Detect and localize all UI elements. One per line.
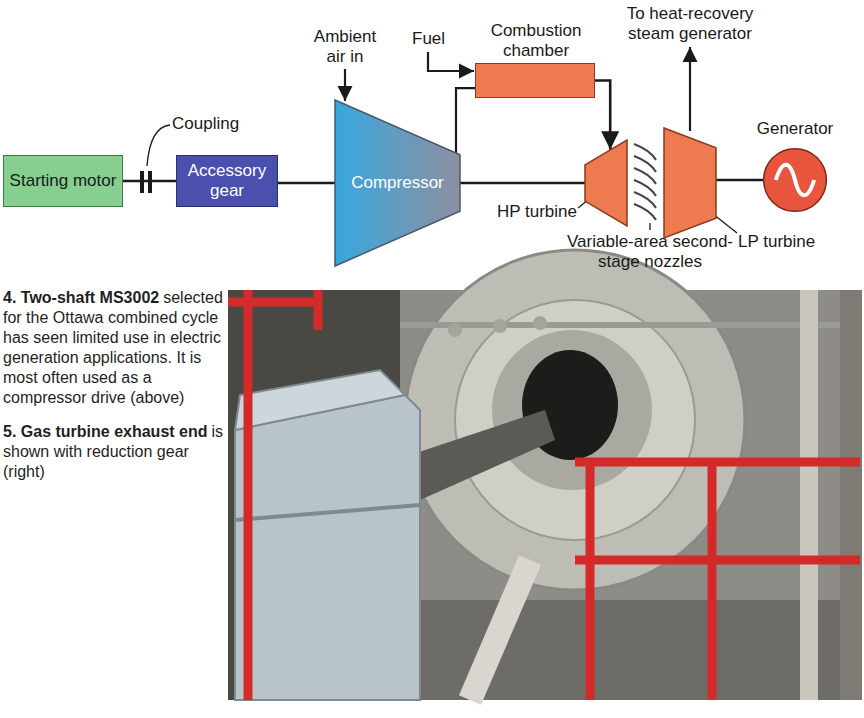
shaft-line	[716, 179, 763, 182]
part-label: Fuel	[412, 29, 452, 49]
sine-symbol	[776, 165, 814, 196]
process-box: Combustion chamber	[475, 63, 595, 98]
caption-lead: 5. Gas turbine exhaust end	[3, 423, 208, 440]
shaft-line	[456, 88, 475, 160]
fuel-arrow	[428, 52, 474, 71]
shape-fill	[335, 100, 460, 266]
node-label: HP turbine	[473, 202, 577, 222]
flow-arrow	[595, 81, 610, 150]
figure-caption: 5. Gas turbine exhaust endis shown with …	[3, 422, 225, 482]
shape-outline	[664, 128, 716, 238]
nozzle-symbol	[634, 144, 656, 220]
caption-block: 4. Two-shaft MS3002selected for the Otta…	[3, 288, 225, 496]
node-label: Combustion chamber	[471, 21, 601, 60]
part-label: Variable-area second-stage nozzles	[560, 232, 740, 271]
shape-fill	[664, 128, 716, 238]
exhaust-arrow	[689, 47, 691, 131]
node-label: LP turbine	[738, 232, 838, 252]
node-label: Compressor	[347, 173, 448, 193]
node-label: Starting motor	[6, 171, 121, 191]
plant-photo	[228, 250, 862, 700]
generator-circle: Generator	[763, 148, 827, 212]
leader-line	[649, 223, 650, 230]
turbine-shape: Compressor	[335, 100, 460, 266]
turbine-shape: HP turbine	[585, 140, 627, 226]
shape-outline	[585, 140, 627, 226]
part-label: To heat-recovery steam generator	[608, 4, 772, 43]
node-label: Generator	[751, 119, 839, 139]
shape-fill	[585, 140, 627, 226]
leader-line	[147, 125, 170, 166]
figure-caption: 4. Two-shaft MS3002selected for the Otta…	[3, 288, 225, 408]
node-label: Accessory gear	[177, 161, 277, 200]
shape-outline	[763, 148, 827, 212]
shaft-line	[278, 182, 335, 185]
caption-lead: 4. Two-shaft MS3002	[3, 289, 159, 306]
coupling-symbol	[140, 171, 152, 193]
turbine-shape: LP turbine	[664, 128, 716, 238]
part-label: Ambient air in	[303, 27, 387, 66]
shape-fill	[764, 149, 827, 212]
part-label: Coupling	[172, 114, 262, 134]
process-box: Starting motor	[3, 155, 123, 207]
air-arrow	[344, 69, 346, 101]
caption-text: selected for the Ottawa combined cycle h…	[3, 289, 223, 406]
process-box: Accessory gear	[176, 155, 278, 207]
shaft-line	[460, 182, 585, 185]
